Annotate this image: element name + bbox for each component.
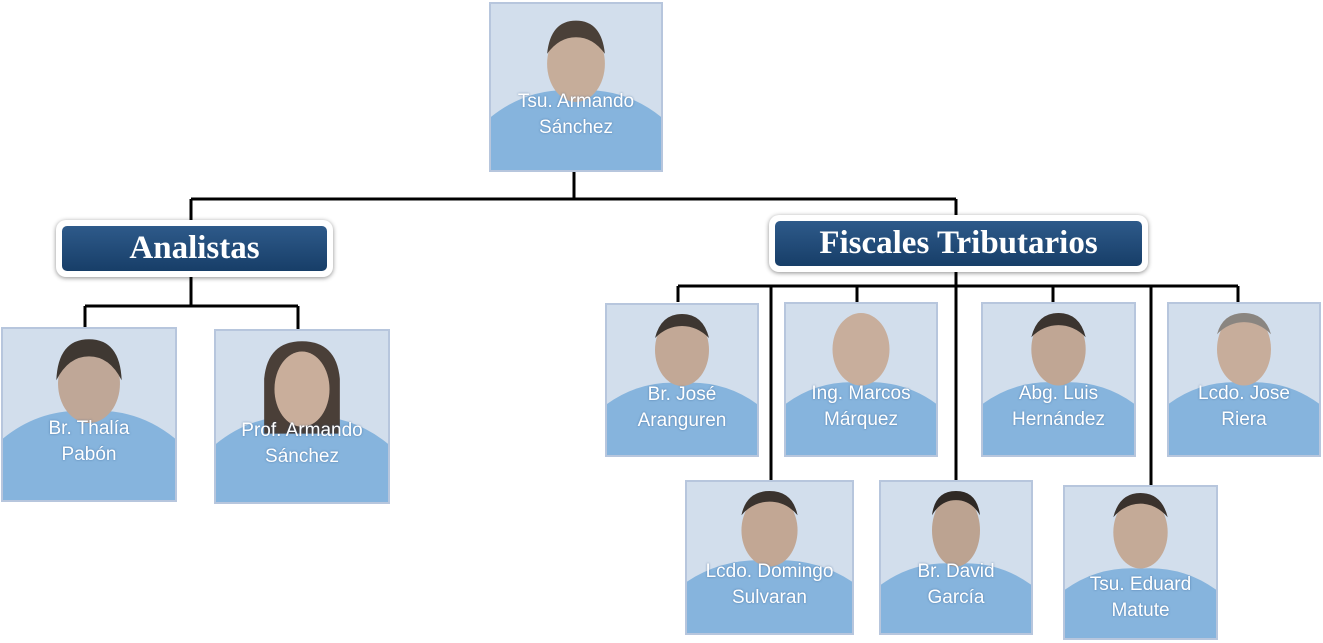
root-portrait-photo xyxy=(491,4,661,170)
member-name: Lcdo. Domingo Sulvaran xyxy=(705,561,834,608)
member-name: Lcdo. Jose Riera xyxy=(1198,383,1290,430)
member-name: Br. José Aranguren xyxy=(637,383,727,431)
analista-card-armando: Prof. Armando Sánchez xyxy=(214,329,390,504)
portrait-photo xyxy=(786,304,936,455)
analista-card-thalia: Br. Thalía Pabón xyxy=(1,327,177,502)
fiscal-card-jose: Br. José Aranguren xyxy=(605,303,759,457)
portrait-photo xyxy=(1065,487,1216,638)
portrait-photo xyxy=(3,329,175,500)
member-name: Abg. Luis Hernández xyxy=(1012,383,1105,430)
analistas-group-label: Analistas xyxy=(129,230,260,266)
portrait-photo xyxy=(687,482,852,633)
fiscales-group-header: Fiscales Tributarios xyxy=(769,215,1148,272)
portrait-photo xyxy=(607,305,757,455)
portrait-photo xyxy=(881,482,1031,633)
member-name: Br. David García xyxy=(917,561,995,608)
analistas-group-header: Analistas xyxy=(56,220,333,277)
portrait-photo xyxy=(1169,304,1319,455)
fiscal-card-marcos: Ing. Marcos Márquez xyxy=(784,302,938,457)
fiscal-card-jose-riera: Lcdo. Jose Riera xyxy=(1167,302,1321,457)
fiscal-card-domingo: Lcdo. Domingo Sulvaran xyxy=(685,480,854,635)
member-name: Prof. Armando Sánchez xyxy=(241,420,363,468)
fiscales-group-label: Fiscales Tributarios xyxy=(819,225,1098,261)
root-member-card: Tsu. Armando Sánchez xyxy=(489,2,663,172)
portrait-photo xyxy=(983,304,1134,455)
portrait-photo xyxy=(216,331,388,502)
member-name: Tsu. Eduard Matute xyxy=(1089,573,1192,621)
fiscal-card-luis: Abg. Luis Hernández xyxy=(981,302,1136,457)
member-name: Ing. Marcos Márquez xyxy=(811,383,911,430)
member-name: Br. Thalía Pabón xyxy=(48,418,130,466)
root-member-name: Tsu. Armando Sánchez xyxy=(517,90,635,138)
fiscal-card-eduard: Tsu. Eduard Matute xyxy=(1063,485,1218,640)
fiscal-card-david: Br. David García xyxy=(879,480,1033,635)
